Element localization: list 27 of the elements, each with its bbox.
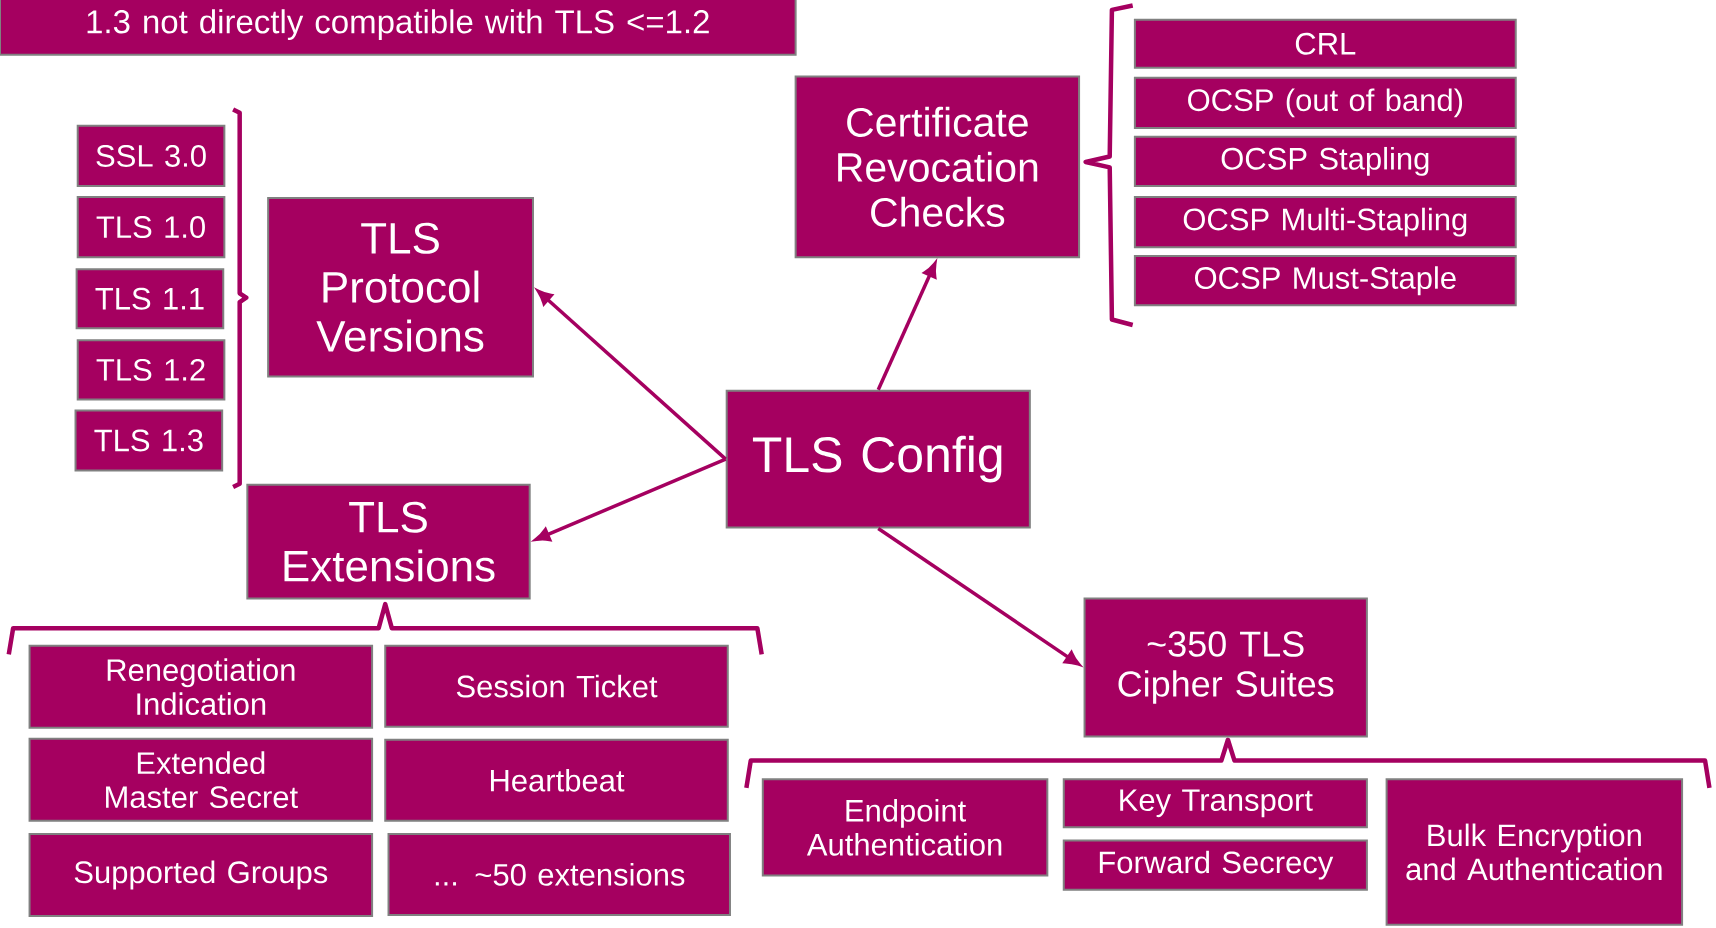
item-box: OCSP Multi-Stapling — [1133, 196, 1517, 249]
item-box: TLS 1.2 — [76, 339, 226, 401]
item-box: SSL 3.0 — [76, 124, 226, 188]
item-box: Bulk Encryption and Authentication — [1385, 778, 1684, 926]
category-box: TLS Protocol Versions — [267, 197, 534, 378]
item-box: TLS 1.0 — [76, 196, 226, 259]
item-box: OCSP Stapling — [1133, 135, 1517, 188]
item-box: Heartbeat — [384, 738, 729, 822]
item-box: CRL — [1133, 18, 1517, 69]
category-box: TLS Extensions — [246, 483, 531, 600]
item-box: OCSP (out of band) — [1133, 76, 1517, 129]
item-box: OCSP Must-Staple — [1133, 255, 1517, 307]
item-box: TLS 1.3 — [74, 409, 224, 472]
item-box: Key Transport — [1062, 778, 1368, 829]
item-box: ... ~50 extensions — [387, 832, 731, 916]
item-box: Extended Master Secret — [28, 737, 374, 822]
item-box: Renegotiation Indication — [28, 644, 374, 729]
note-banner: 1.3 not directly compatible with TLS <=1.2 — [0, 0, 797, 56]
hub-box: TLS Config — [725, 389, 1031, 529]
item-box: Forward Secrecy — [1062, 839, 1368, 891]
category-box: ~350 TLS Cipher Suites — [1083, 597, 1368, 738]
item-box: Endpoint Authentication — [761, 778, 1049, 877]
category-box: Certificate Revocation Checks — [794, 75, 1081, 259]
item-box: TLS 1.1 — [75, 268, 225, 330]
arrow — [537, 289, 727, 461]
item-box: Supported Groups — [28, 832, 374, 917]
item-box: Session Ticket — [384, 644, 729, 728]
